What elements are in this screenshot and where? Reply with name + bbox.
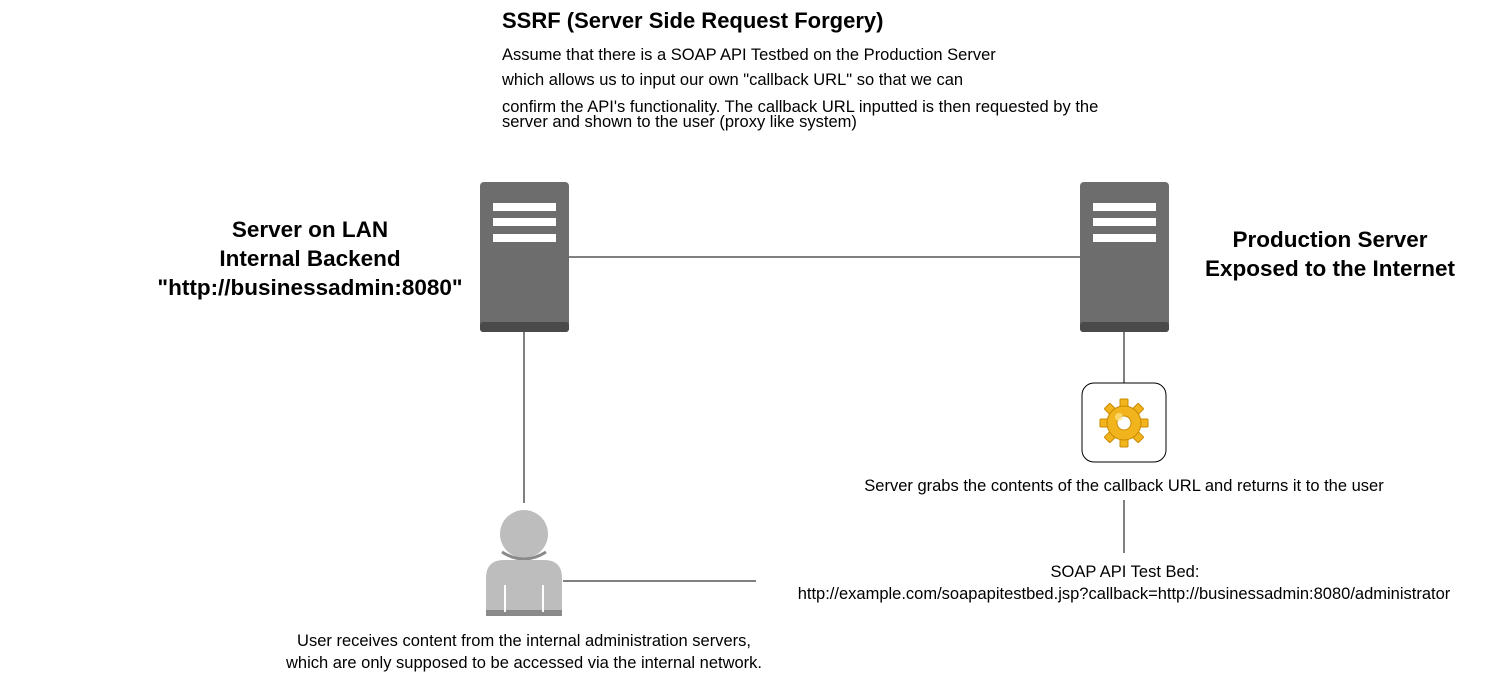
intro-line-2: which allows us to input our own "callba… [502, 71, 964, 89]
lan-server-icon [480, 182, 569, 332]
lan-server-name: Server on LAN [231, 217, 389, 242]
production-server-icon [1080, 182, 1169, 332]
testbed-title: SOAP API Test Bed: [1050, 563, 1200, 581]
lan-server-label: Server on LAN Internal Backend "http://b… [140, 215, 480, 302]
diagram-title: SSRF (Server Side Request Forgery) [502, 8, 884, 33]
process-caption: Server grabs the contents of the callbac… [864, 477, 1384, 495]
intro-line-1: Assume that there is a SOAP API Testbed … [502, 46, 996, 64]
production-server-label: Production Server Exposed to the Interne… [1170, 225, 1490, 283]
process-node [1081, 382, 1167, 463]
user-caption-line-2: which are only supposed to be accessed v… [285, 654, 763, 672]
intro-line-3: confirm the API's functionality. The cal… [502, 98, 1099, 116]
lan-server-role: Internal Backend [219, 246, 401, 271]
production-server-name: Production Server [1232, 227, 1428, 252]
user-caption-line-1: User receives content from the internal … [297, 632, 751, 650]
intro-line-4: server and shown to the user (proxy like… [502, 113, 857, 131]
lan-server-url: "http://businessadmin:8080" [157, 275, 463, 300]
production-server-role: Exposed to the Internet [1204, 256, 1456, 281]
gear-icon [1099, 398, 1149, 448]
testbed-url: http://example.com/soapapitestbed.jsp?ca… [797, 585, 1451, 603]
user-icon [486, 510, 562, 616]
